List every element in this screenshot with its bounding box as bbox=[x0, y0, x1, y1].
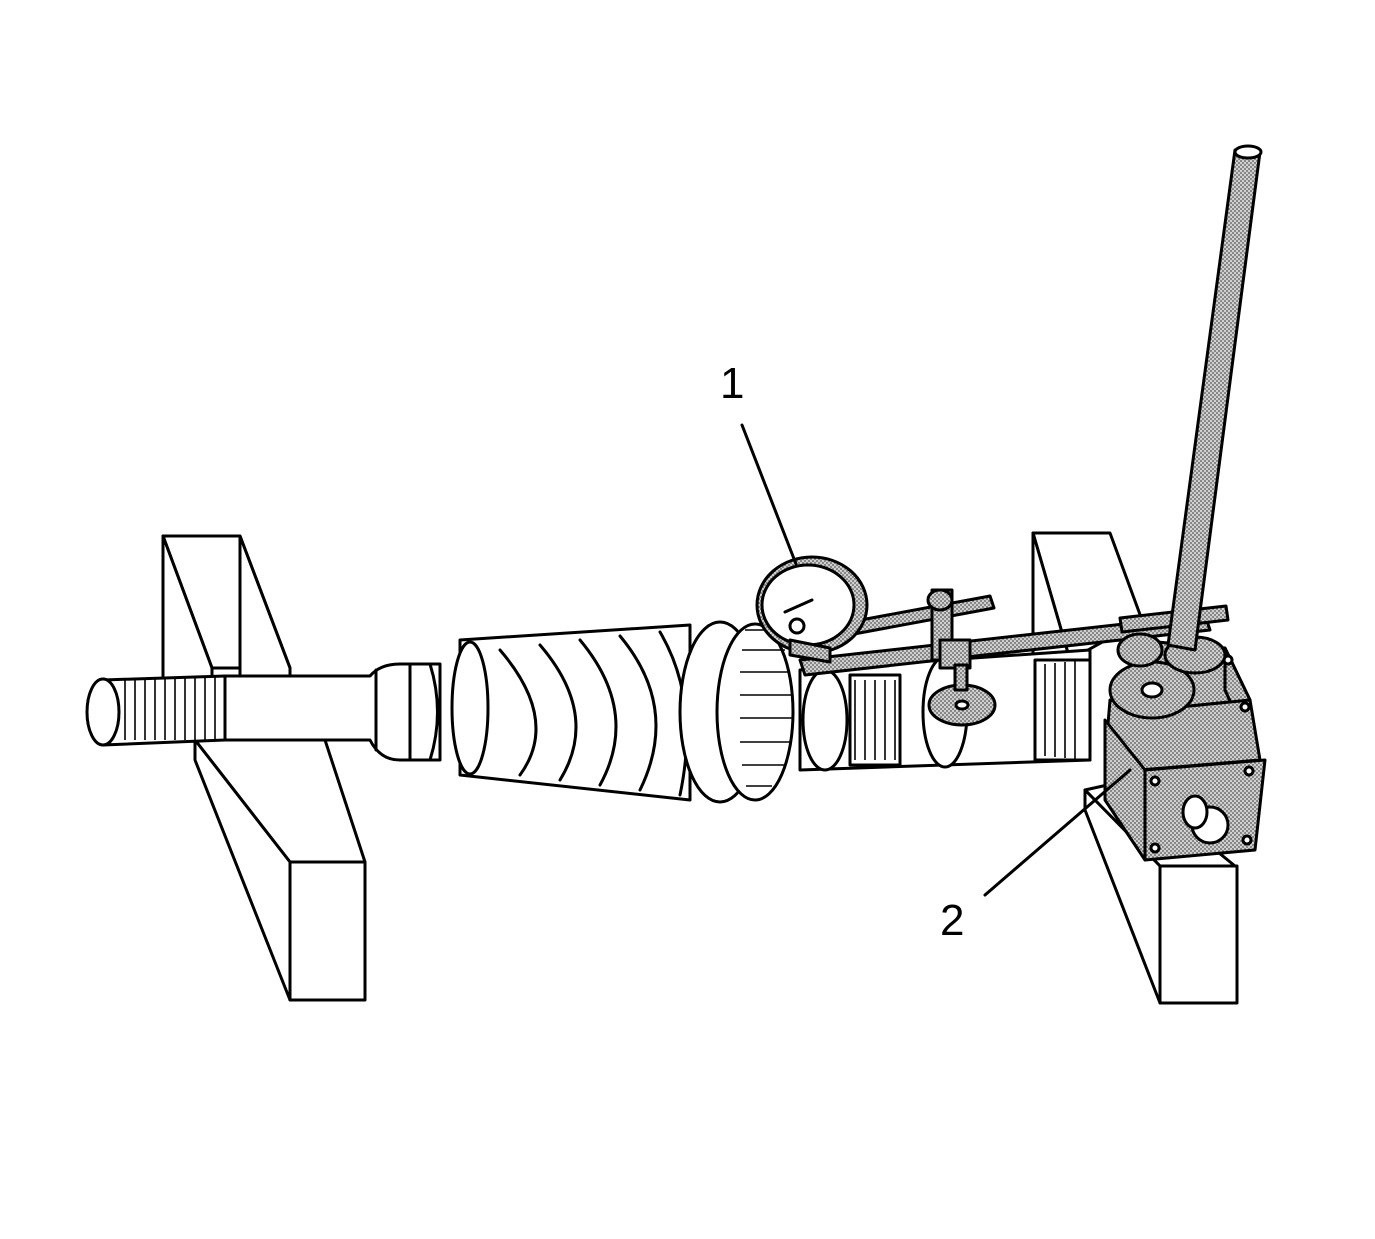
magnetic-base-post bbox=[1166, 144, 1263, 652]
dial-needle bbox=[783, 598, 814, 614]
rear-splines bbox=[1044, 661, 1076, 759]
callout-2-leader bbox=[983, 768, 1132, 897]
shaft-splines bbox=[124, 677, 216, 740]
left-v-block-stand bbox=[161, 534, 367, 1002]
callout-1-leader bbox=[740, 423, 798, 566]
bearing-rollers bbox=[854, 680, 896, 760]
large-gear-teeth bbox=[740, 629, 792, 787]
magnetic-base bbox=[1103, 632, 1267, 862]
callout-1-label: 1 bbox=[720, 359, 744, 408]
dial-indicator bbox=[755, 555, 869, 664]
callout-2-label: 2 bbox=[940, 896, 964, 945]
